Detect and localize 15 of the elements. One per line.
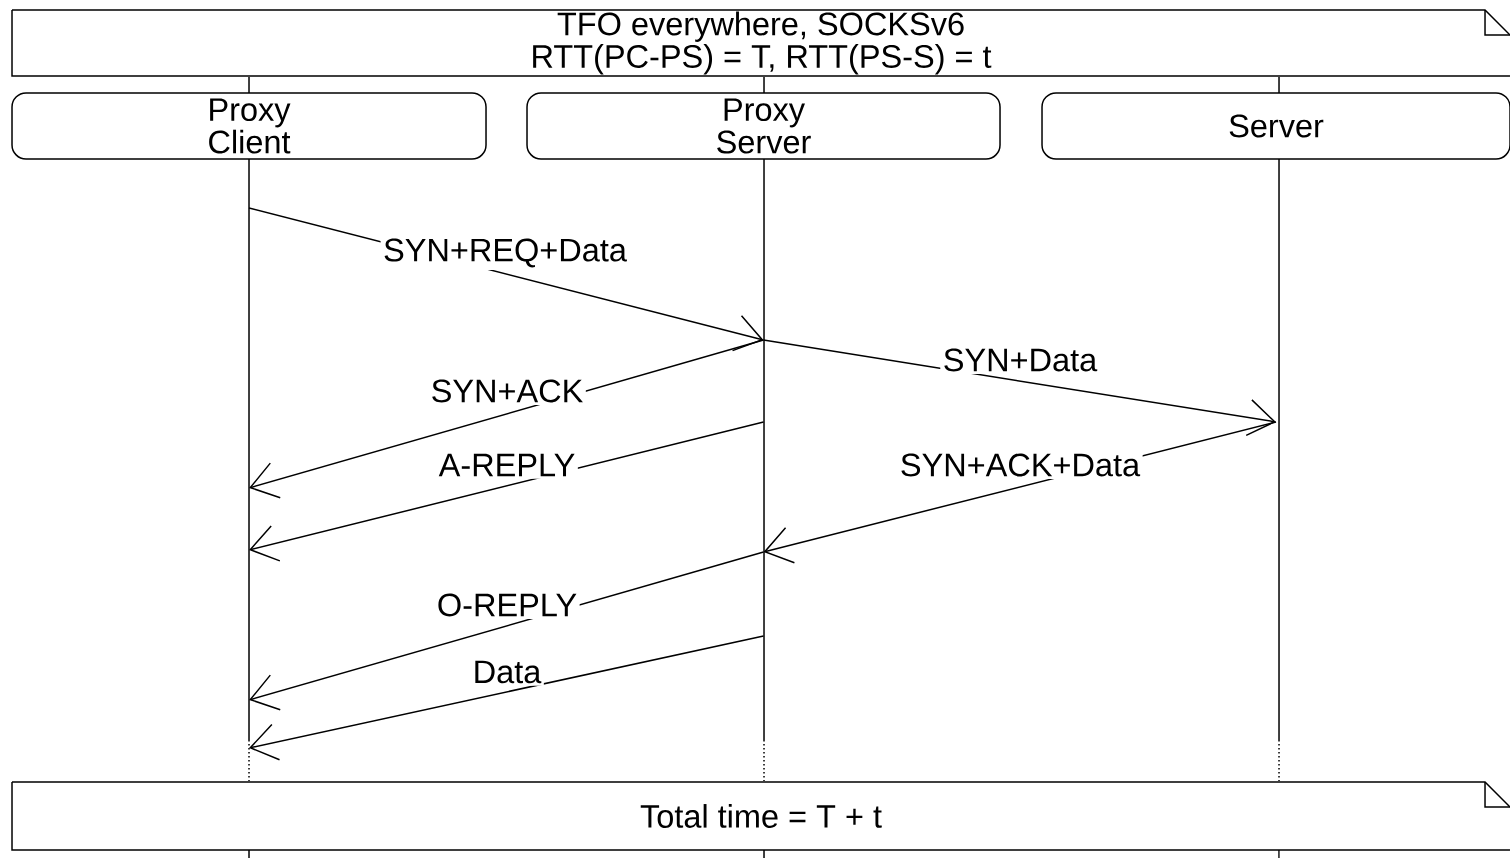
edge-label: SYN+ACK	[428, 377, 586, 405]
message-arrow	[762, 339, 1276, 437]
message-arrow	[249, 551, 765, 711]
note-box: TFO everywhere, SOCKSv6 RTT(PC-PS) = T, RTT(PS-S) = t	[11, 9, 1510, 77]
message-arrow	[249, 339, 765, 499]
edge-label: A-REPLY	[436, 451, 578, 479]
node-label: Server	[1229, 114, 1324, 138]
edge-label: SYN+REQ+Data	[380, 236, 630, 270]
message-arrow	[249, 635, 765, 761]
edge-label: SYN+Data	[940, 346, 1100, 374]
edge-label: Data	[470, 658, 544, 686]
message-arrow	[249, 421, 765, 562]
note-box: Total time = T + t	[11, 781, 1510, 851]
edge-label: O-REPLY	[434, 591, 580, 619]
edge-label: SYN+ACK+Data	[897, 451, 1143, 479]
